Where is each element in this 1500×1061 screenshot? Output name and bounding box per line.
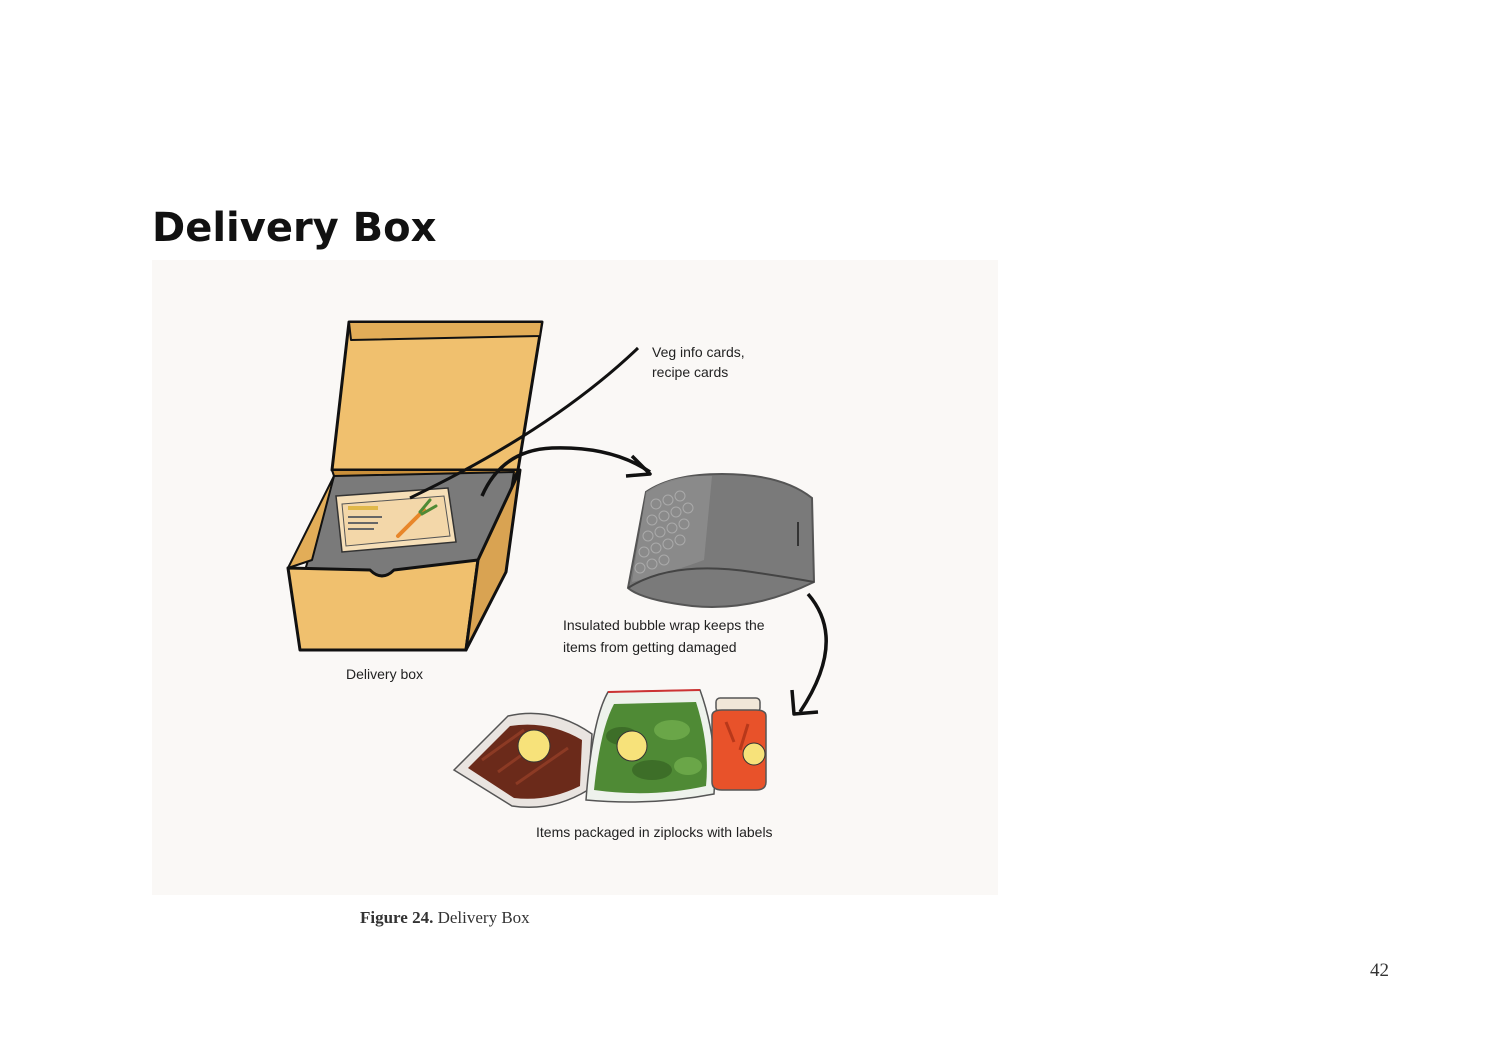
figure-panel: Veg info cards, recipe cards Insulated b… bbox=[152, 260, 998, 895]
page-title: Delivery Box bbox=[152, 205, 437, 251]
figure-caption-text: Delivery Box bbox=[433, 908, 530, 927]
arrow-to-items bbox=[798, 592, 828, 713]
figure-caption: Figure 24. Delivery Box bbox=[360, 908, 530, 928]
pointer-line-cards bbox=[409, 346, 640, 500]
label-bubble-wrap-line2: items from getting damaged bbox=[563, 639, 737, 655]
bubble-wrap-graphic bbox=[626, 472, 816, 608]
label-bubble-wrap-line1: Insulated bubble wrap keeps the bbox=[563, 617, 765, 633]
packaged-items-graphic bbox=[452, 689, 767, 809]
arrow-to-bubble-wrap bbox=[480, 446, 651, 497]
label-veg-cards-line1: Veg info cards, bbox=[652, 344, 745, 360]
delivery-box-graphic bbox=[286, 320, 544, 652]
label-veg-cards-line2: recipe cards bbox=[652, 364, 729, 380]
page-number: 42 bbox=[1370, 960, 1389, 981]
label-delivery-box: Delivery box bbox=[346, 666, 424, 682]
veg-info-cards-graphic bbox=[335, 487, 457, 553]
figure-number: Figure 24. bbox=[360, 908, 434, 927]
label-items-packaged: Items packaged in ziplocks with labels bbox=[536, 824, 773, 840]
delivery-box-illustration bbox=[286, 320, 828, 809]
